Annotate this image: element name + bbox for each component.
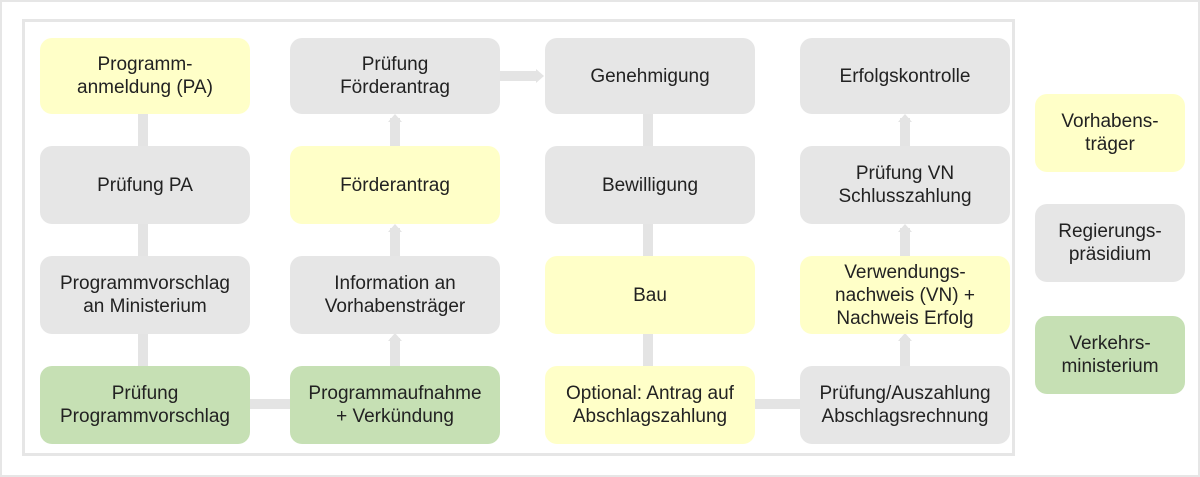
- node-label: Prüfung Förderantrag: [340, 54, 450, 98]
- connector-bau-antrag: [643, 334, 653, 366]
- node-label: Prüfung VN Schlusszahlung: [838, 163, 972, 207]
- node-bau: Bau: [545, 256, 755, 334]
- connector-programmanmeldung-pruefung-pa: [138, 114, 148, 146]
- node-label: Optional: Antrag auf Abschlagszahlung: [566, 383, 734, 427]
- legend-item-regierungspraesidium: Regierungs- präsidium: [1035, 204, 1185, 282]
- connector-pruefung-programmaufnahme: [250, 399, 290, 409]
- connector-genehmigung-bewilligung: [643, 114, 653, 146]
- node-pruefung-pa: Prüfung PA: [40, 146, 250, 224]
- node-label: Genehmigung: [590, 65, 710, 87]
- connector-pruefung-genehmigung: [500, 71, 536, 81]
- node-pruefung-foerderantrag: Prüfung Förderantrag: [290, 38, 500, 114]
- node-label: Förderantrag: [340, 174, 450, 196]
- node-label: Bau: [633, 284, 667, 306]
- connector-programmaufnahme-information: [390, 338, 400, 366]
- node-programmaufnahme: Programmaufnahme + Verkündung: [290, 366, 500, 444]
- node-label: Programmvorschlag an Ministerium: [60, 273, 230, 317]
- connector-foerderantrag-pruefung: [390, 118, 400, 146]
- arrowhead-up-icon: [388, 224, 402, 232]
- node-label: Verwendungs- nachweis (VN) + Nachweis Er…: [835, 261, 975, 329]
- arrowhead-up-icon: [898, 224, 912, 232]
- connector-programmvorschlag-pruefung: [138, 334, 148, 366]
- node-verwendungsnachweis: Verwendungs- nachweis (VN) + Nachweis Er…: [800, 256, 1010, 334]
- node-pruefung-programmvorschlag: Prüfung Programmvorschlag: [40, 366, 250, 444]
- node-label: Erfolgskontrolle: [839, 65, 971, 87]
- node-information: Information an Vorhabensträger: [290, 256, 500, 334]
- arrowhead-up-icon: [898, 114, 912, 122]
- node-label: Bewilligung: [601, 174, 699, 196]
- legend-label: Regierungs- präsidium: [1058, 221, 1162, 265]
- legend-label: Verkehrs- ministerium: [1061, 333, 1159, 377]
- node-pruefung-vn: Prüfung VN Schlusszahlung: [800, 146, 1010, 224]
- connector-pruefung-vn-erfolgskontrolle: [900, 118, 910, 146]
- legend-item-verkehrsministerium: Verkehrs- ministerium: [1035, 316, 1185, 394]
- arrowhead-up-icon: [388, 333, 402, 341]
- connector-antrag-pruefung-auszahlung: [755, 399, 800, 409]
- node-programmanmeldung: Programm- anmeldung (PA): [40, 38, 250, 114]
- legend-item-vorhabenstraeger: Vorhabens- träger: [1035, 94, 1185, 172]
- node-label: Information an Vorhabensträger: [324, 273, 466, 317]
- node-label: Prüfung/Auszahlung Abschlagsrechnung: [819, 383, 991, 427]
- arrowhead-up-icon: [388, 114, 402, 122]
- diagram-frame: [22, 19, 1015, 456]
- node-erfolgskontrolle: Erfolgskontrolle: [800, 38, 1010, 114]
- node-label: Prüfung PA: [97, 174, 193, 196]
- arrowhead-up-icon: [898, 333, 912, 341]
- node-bewilligung: Bewilligung: [545, 146, 755, 224]
- connector-auszahlung-verwendungsnachweis: [900, 338, 910, 366]
- node-programmvorschlag: Programmvorschlag an Ministerium: [40, 256, 250, 334]
- connector-information-foerderantrag: [390, 228, 400, 256]
- node-foerderantrag: Förderantrag: [290, 146, 500, 224]
- node-antrag-abschlag: Optional: Antrag auf Abschlagszahlung: [545, 366, 755, 444]
- node-label: Prüfung Programmvorschlag: [60, 383, 230, 427]
- legend-label: Vorhabens- träger: [1061, 111, 1159, 155]
- arrowhead-right-icon: [536, 69, 544, 83]
- node-genehmigung: Genehmigung: [545, 38, 755, 114]
- node-label: Programmaufnahme + Verkündung: [308, 383, 482, 427]
- connector-bewilligung-bau: [643, 224, 653, 256]
- connector-verwendungsnachweis-pruefung-vn: [900, 228, 910, 256]
- node-pruefung-auszahlung: Prüfung/Auszahlung Abschlagsrechnung: [800, 366, 1010, 444]
- node-label: Programm- anmeldung (PA): [77, 54, 213, 98]
- connector-pruefung-pa-programmvorschlag: [138, 224, 148, 256]
